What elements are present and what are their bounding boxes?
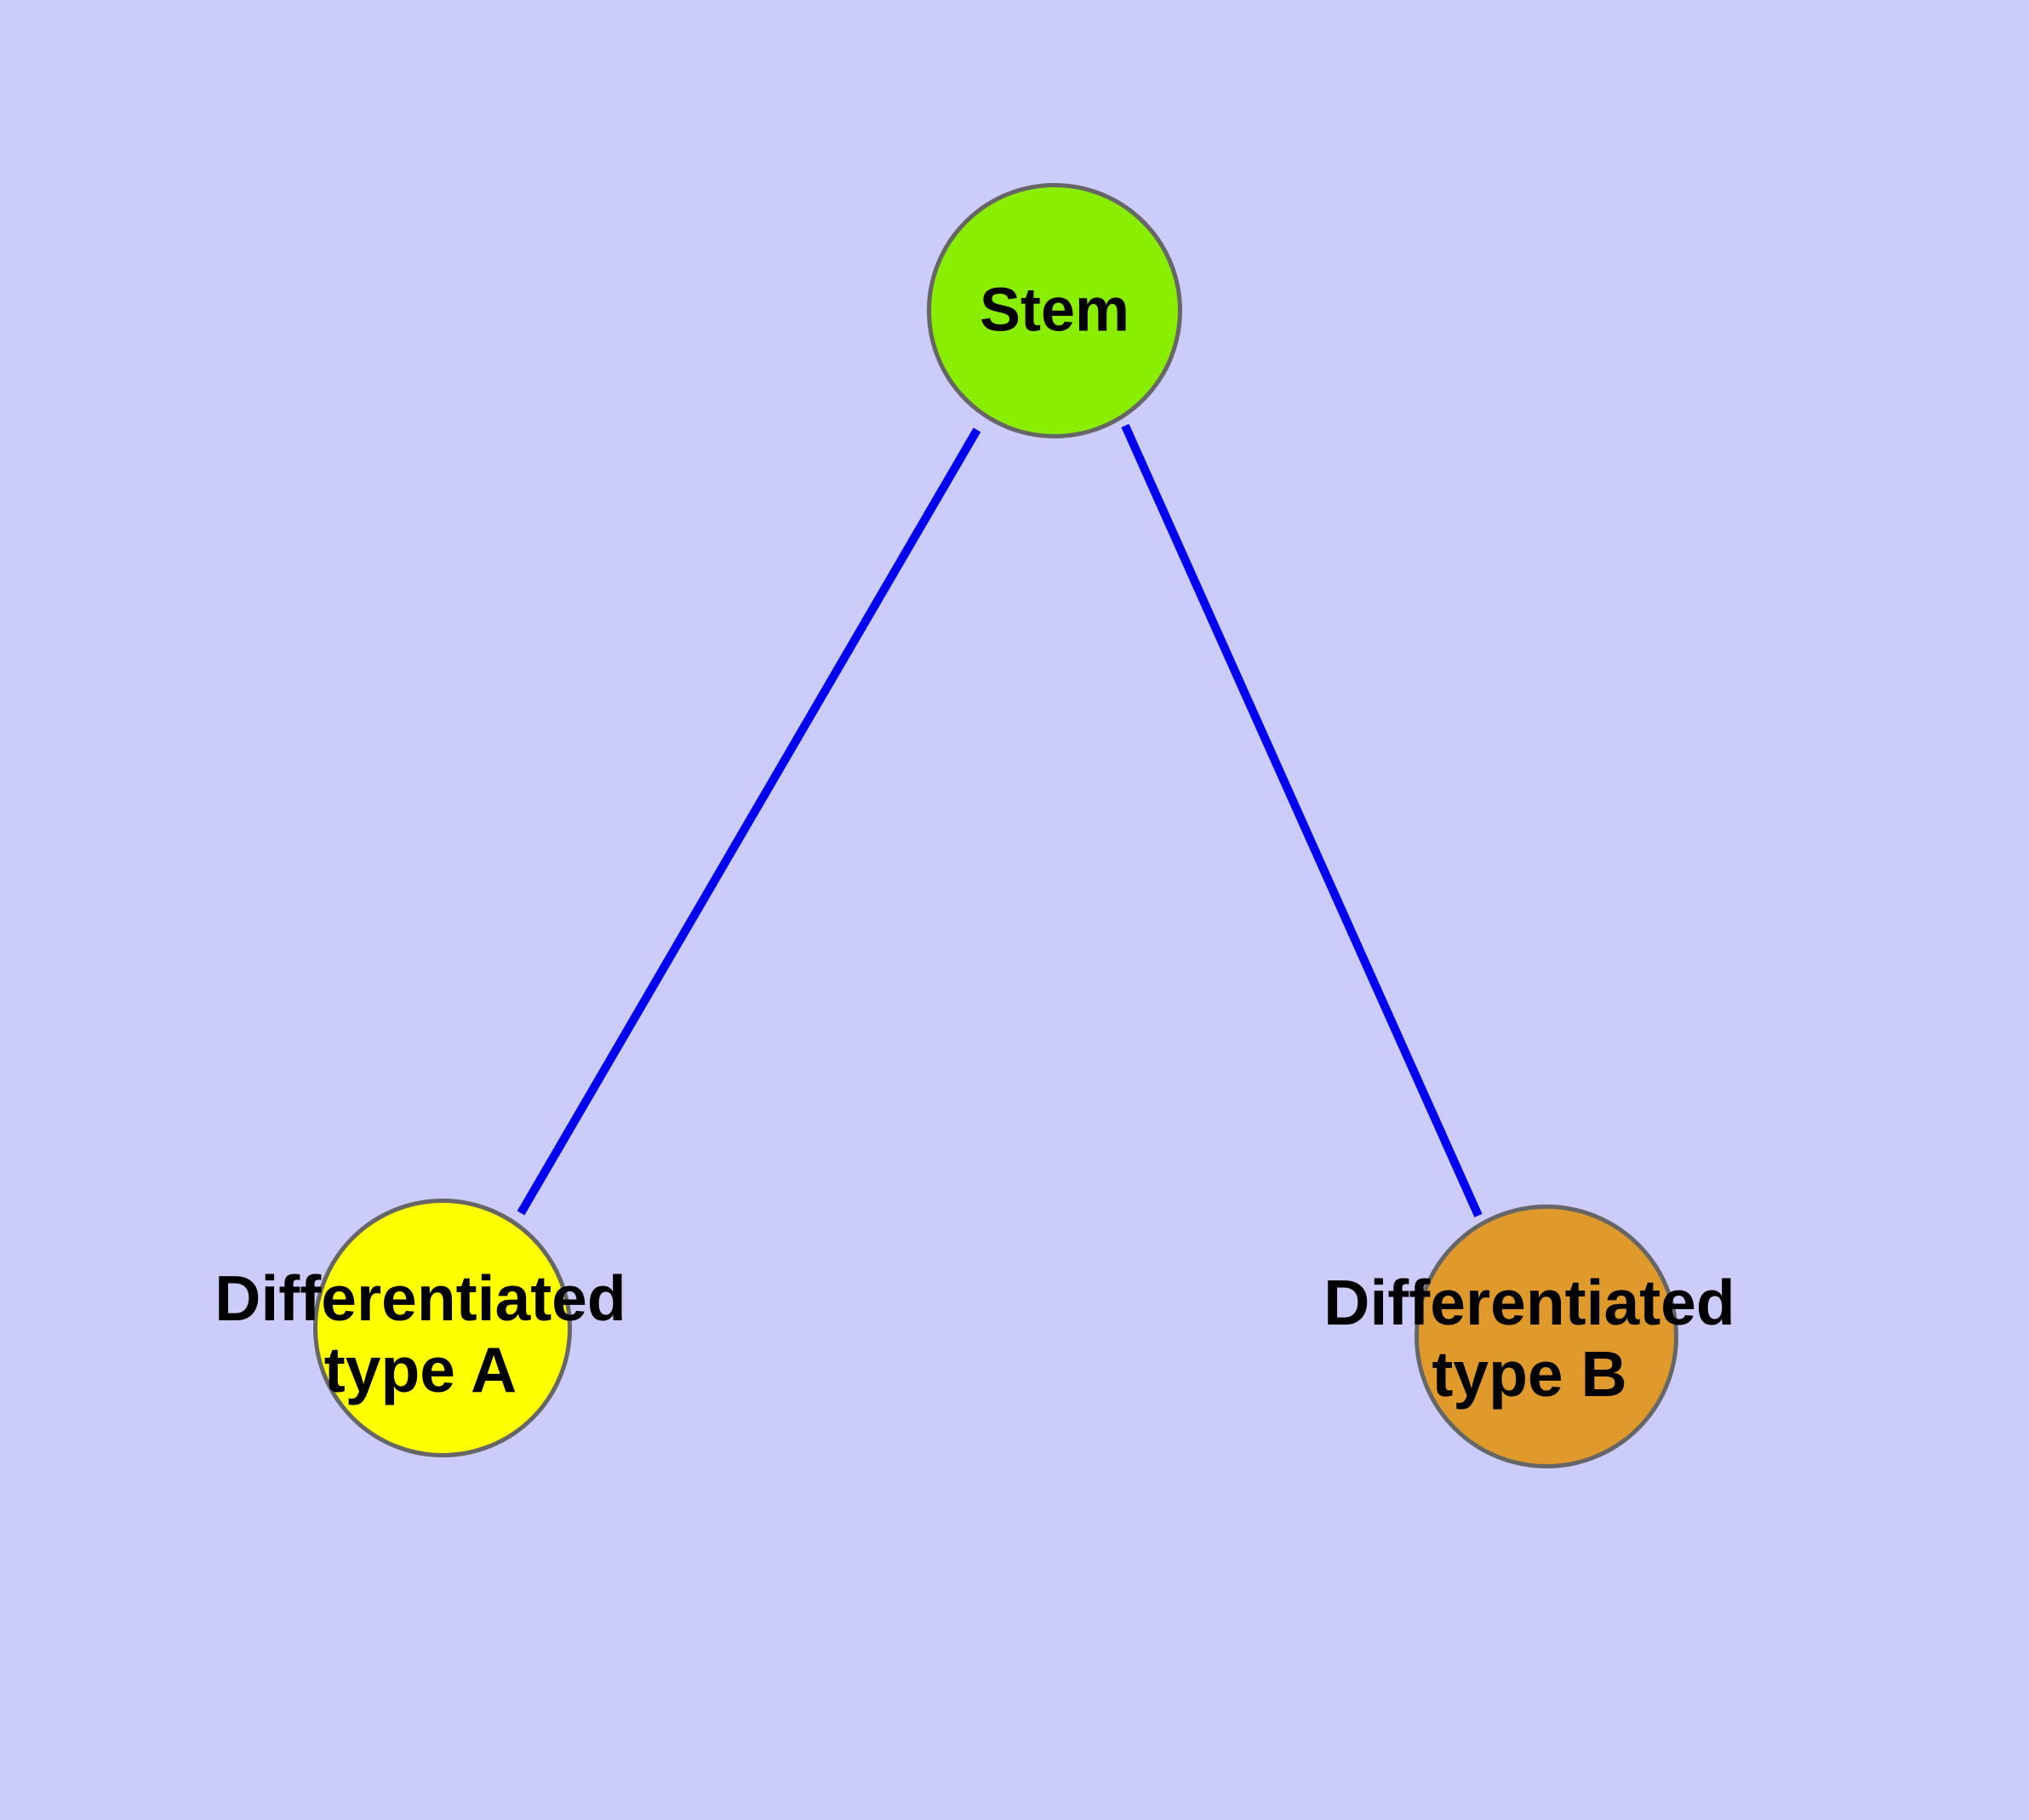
- node-differentiated-type-b[interactable]: [1415, 1205, 1678, 1468]
- node-stem[interactable]: [927, 183, 1182, 438]
- edge-layer: [517, 423, 1483, 1218]
- edge-stem-to-differentiated-type-b[interactable]: [1121, 423, 1483, 1218]
- edge-stem-to-differentiated-type-a[interactable]: [517, 427, 981, 1216]
- node-layer: [313, 183, 1678, 1468]
- node-differentiated-type-a[interactable]: [313, 1199, 572, 1457]
